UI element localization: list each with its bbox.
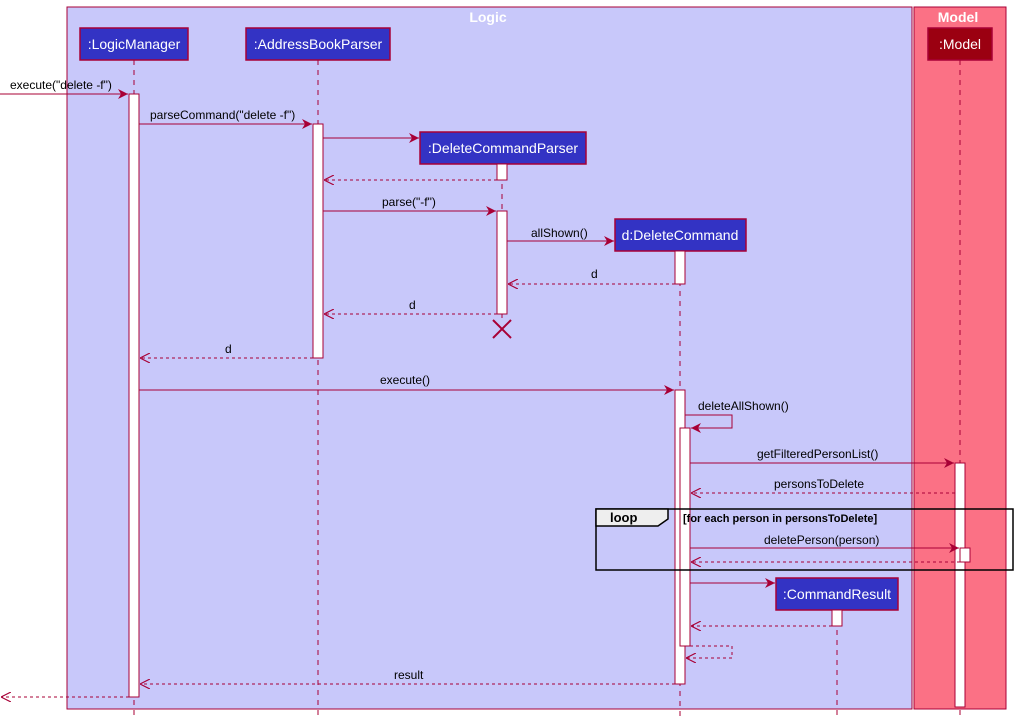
msg-persons-to-delete: personsToDelete: [774, 477, 864, 491]
activation-model-1: [954, 462, 966, 708]
participant-delete-command-label: d:DeleteCommand: [622, 227, 739, 243]
participant-model: :Model: [927, 27, 993, 61]
participant-delete-command-parser-label: :DeleteCommandParser: [428, 140, 579, 156]
msg-delete-person: deletePerson(person): [764, 533, 879, 547]
participant-delete-command: d:DeleteCommand: [614, 218, 747, 252]
msg-execute: execute(): [380, 373, 430, 387]
participant-logic-manager: :LogicManager: [79, 27, 189, 61]
participant-command-result: :CommandResult: [775, 577, 899, 611]
activation-delete-command-nested: [679, 427, 691, 647]
msg-result: result: [394, 668, 424, 682]
msg-parse-command: parseCommand("delete -f"): [150, 108, 295, 122]
participant-address-book-parser-label: :AddressBookParser: [254, 36, 383, 52]
participant-model-label: :Model: [939, 36, 981, 52]
msg-get-filtered-person-list: getFilteredPersonList(): [757, 447, 878, 461]
activation-logic-manager: [128, 93, 140, 698]
activation-delete-command-parser-1: [496, 163, 508, 181]
msg-parse: parse("-f"): [382, 195, 436, 209]
loop-keyword: loop: [610, 510, 637, 525]
msg-execute-delete: execute("delete -f"): [10, 78, 112, 92]
activation-delete-command-parser-2: [496, 210, 508, 315]
loop-fragment: loop [for each person in personsToDelete…: [595, 508, 1014, 571]
participant-logic-manager-label: :LogicManager: [88, 36, 181, 52]
msg-return-d-3: d: [225, 342, 232, 356]
msg-return-d-1: d: [591, 267, 598, 281]
msg-delete-all-shown: deleteAllShown(): [698, 399, 789, 413]
model-box-title: Model: [938, 9, 978, 25]
activation-command-result: [831, 609, 843, 627]
activation-model-2: [959, 547, 971, 563]
destroy-delete-command-parser-icon: [492, 319, 512, 339]
participant-command-result-label: :CommandResult: [783, 586, 891, 602]
return-delete-all-shown: [686, 645, 733, 658]
participant-address-book-parser: :AddressBookParser: [245, 27, 391, 61]
msg-all-shown: allShown(): [531, 226, 588, 240]
participant-delete-command-parser: :DeleteCommandParser: [419, 131, 587, 165]
loop-guard: [for each person in personsToDelete]: [683, 513, 878, 525]
activation-delete-command-1: [674, 250, 686, 285]
activation-address-book-parser: [312, 123, 324, 359]
msg-return-d-2: d: [409, 298, 416, 312]
logic-box-title: Logic: [469, 9, 507, 25]
arrow-delete-all-shown: [685, 414, 733, 433]
